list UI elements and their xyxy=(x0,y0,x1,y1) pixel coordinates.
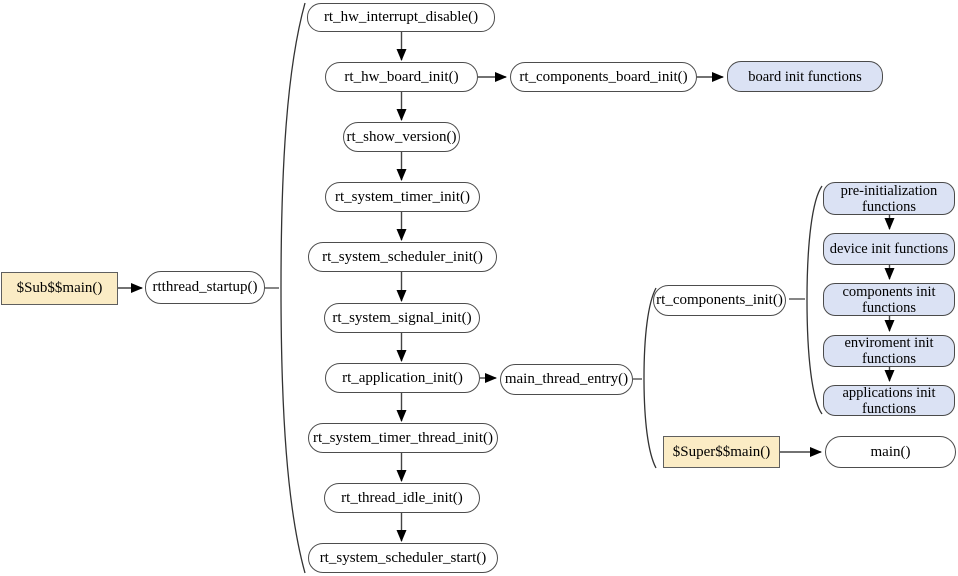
node-thread-idle-init: rt_thread_idle_init() xyxy=(324,483,480,513)
node-applications-init-functions: applications init functions xyxy=(823,385,955,417)
node-hw-board-init: rt_hw_board_init() xyxy=(325,62,478,92)
node-system-signal-init: rt_system_signal_init() xyxy=(324,303,480,333)
components-group-brace xyxy=(806,185,823,415)
node-components-init: rt_components_init() xyxy=(653,285,786,316)
main-thread-group-brace xyxy=(643,287,657,469)
startup-group-brace xyxy=(280,2,306,574)
node-hw-interrupt-disable: rt_hw_interrupt_disable() xyxy=(307,3,495,32)
node-device-init-functions: device init functions xyxy=(823,233,955,265)
node-main: main() xyxy=(825,436,956,468)
node-board-init-functions: board init functions xyxy=(727,61,883,92)
node-system-scheduler-start: rt_system_scheduler_start() xyxy=(308,543,498,573)
node-components-init-functions: components init functions xyxy=(823,283,955,316)
node-show-version: rt_show_version() xyxy=(343,122,460,152)
node-rtthread-startup: rtthread_startup() xyxy=(145,271,265,304)
node-sub-main: $Sub$$main() xyxy=(1,272,118,305)
node-system-timer-init: rt_system_timer_init() xyxy=(325,182,480,212)
node-system-timer-thread-init: rt_system_timer_thread_init() xyxy=(308,423,498,453)
node-pre-initialization-functions: pre-initialization functions xyxy=(823,182,955,215)
node-application-init: rt_application_init() xyxy=(325,363,480,393)
node-main-thread-entry: main_thread_entry() xyxy=(500,364,633,395)
node-system-scheduler-init: rt_system_scheduler_init() xyxy=(308,242,497,272)
node-components-board-init: rt_components_board_init() xyxy=(510,62,697,92)
node-super-main: $Super$$main() xyxy=(663,436,780,468)
node-enviroment-init-functions: enviroment init functions xyxy=(823,335,955,367)
